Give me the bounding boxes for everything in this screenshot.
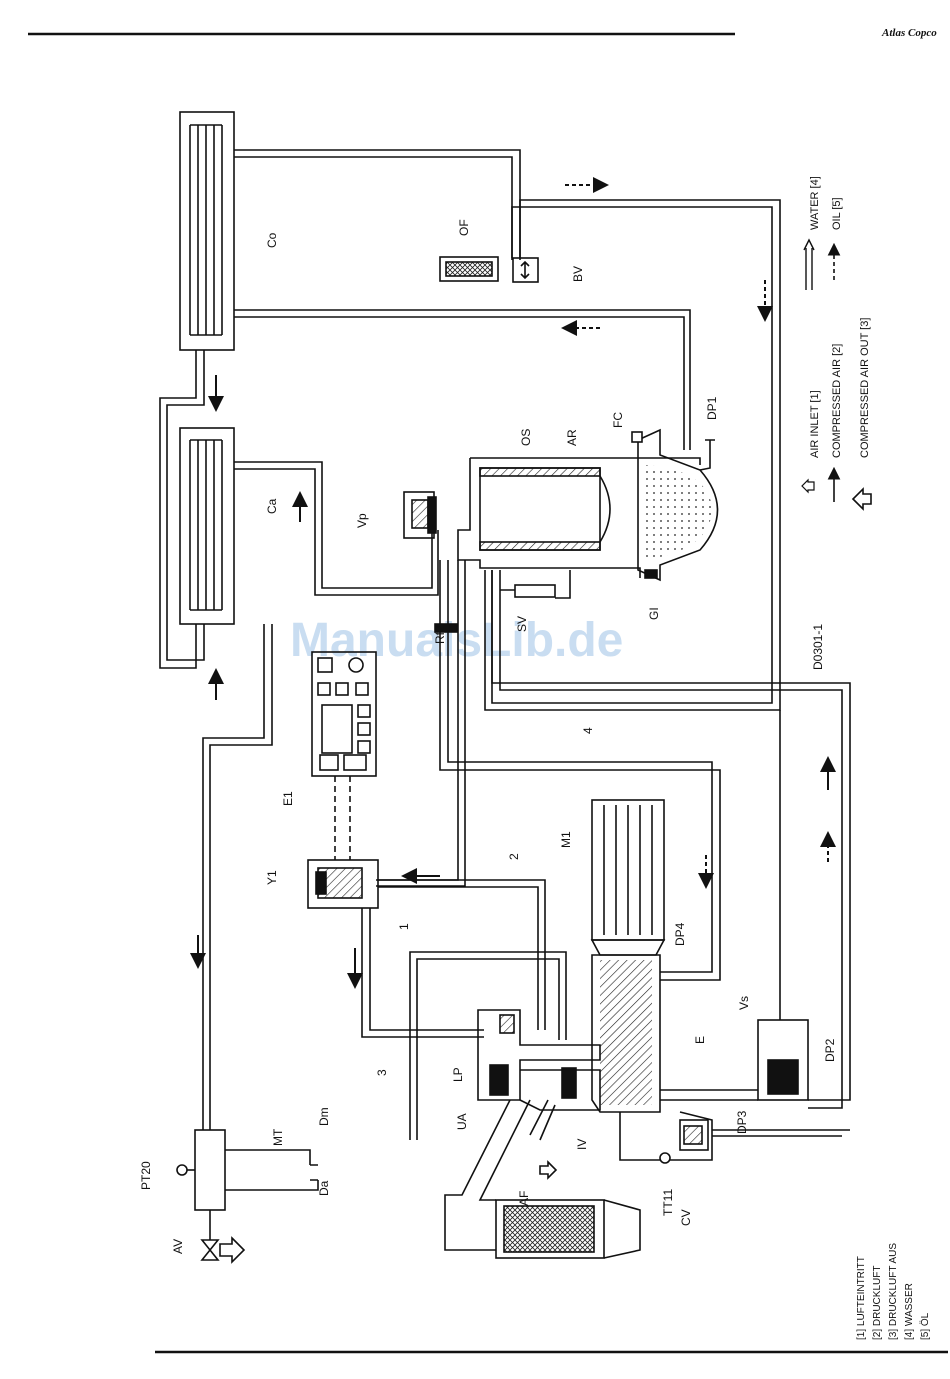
tank-mt bbox=[195, 1130, 225, 1210]
drawing-code: D0301-1 bbox=[811, 624, 825, 670]
label-af: AF bbox=[517, 1191, 531, 1206]
label-da: Da bbox=[317, 1180, 331, 1196]
german-legend-4: [4] WASSER bbox=[904, 1283, 915, 1340]
sensor-pt20 bbox=[177, 1165, 187, 1175]
flow-arrows bbox=[198, 185, 828, 985]
label-iv: IV bbox=[575, 1139, 589, 1150]
legend-air-inlet: AIR INLET [1] bbox=[809, 390, 821, 458]
pipework bbox=[160, 112, 850, 1260]
air-cooler-ca bbox=[180, 428, 234, 624]
label-co: Co bbox=[265, 232, 279, 248]
german-legend: [1] LUFTEINTRITT [2] DRUCKLUFT [3] DRUCK… bbox=[856, 1243, 931, 1340]
label-vs: Vs bbox=[737, 996, 751, 1010]
label-ar: AR bbox=[565, 429, 579, 446]
fill-cap-fc bbox=[632, 432, 642, 442]
component-labels: Co Ca OF BV OS AR FC DP1 Vp GI Rf2 SV E1… bbox=[139, 219, 837, 1254]
label-dp3: DP3 bbox=[735, 1110, 749, 1134]
logo-text: Atlas Copco bbox=[881, 27, 937, 39]
air-out-arrow-icon bbox=[220, 1238, 244, 1262]
label-m1: M1 bbox=[559, 831, 573, 848]
label-ua: UA bbox=[455, 1113, 469, 1130]
legend: AIR INLET [1] COMPRESSED AIR [2] COMPRES… bbox=[802, 176, 871, 509]
oil-cooler-co bbox=[180, 112, 234, 350]
atlas-copco-logo: Atlas Copco bbox=[880, 22, 942, 42]
watermark: ManualsLib.de bbox=[290, 614, 623, 667]
label-dp2: DP2 bbox=[823, 1038, 837, 1062]
label-dp4: DP4 bbox=[673, 922, 687, 946]
water-icon bbox=[806, 248, 812, 290]
label-line1: 1 bbox=[397, 923, 411, 930]
label-cv: CV bbox=[679, 1209, 693, 1226]
legend-compressed-air-out: COMPRESSED AIR OUT [3] bbox=[859, 318, 871, 458]
german-legend-5: [5] ÖL bbox=[919, 1312, 931, 1340]
label-dp1: DP1 bbox=[705, 396, 719, 420]
air-inlet-icon bbox=[802, 480, 814, 492]
sensor-tt11 bbox=[660, 1153, 670, 1163]
label-y1: Y1 bbox=[265, 870, 279, 885]
label-e: E bbox=[693, 1036, 707, 1044]
german-legend-2: [2] DRUCKLUFT bbox=[872, 1266, 883, 1340]
loading-piston-lp bbox=[490, 1065, 508, 1095]
label-of: OF bbox=[457, 219, 471, 236]
label-vp: Vp bbox=[355, 513, 369, 528]
label-lp: LP bbox=[451, 1067, 465, 1082]
label-pt20: PT20 bbox=[139, 1161, 153, 1190]
label-fc: FC bbox=[611, 412, 625, 428]
label-av: AV bbox=[171, 1239, 185, 1254]
oil-separator-os bbox=[480, 468, 600, 550]
gauge-gi bbox=[645, 570, 657, 578]
label-tt11: TT11 bbox=[661, 1189, 675, 1216]
compressed-air-out-icon bbox=[853, 489, 871, 509]
legend-water: WATER [4] bbox=[809, 176, 821, 230]
label-gi: GI bbox=[647, 607, 661, 620]
german-legend-3: [3] DRUCKLUFT AUS bbox=[888, 1243, 899, 1340]
label-bv: BV bbox=[571, 266, 585, 282]
label-ca: Ca bbox=[265, 498, 279, 514]
label-line2: 2 bbox=[507, 853, 521, 860]
german-legend-1: [1] LUFTEINTRITT bbox=[856, 1256, 867, 1340]
safety-valve-sv bbox=[515, 585, 555, 597]
label-mt: MT bbox=[271, 1128, 285, 1146]
label-os: OS bbox=[519, 429, 533, 446]
label-e1: E1 bbox=[281, 791, 295, 806]
label-line4: 4 bbox=[581, 727, 595, 734]
label-line3: 3 bbox=[375, 1069, 389, 1076]
label-sv: SV bbox=[515, 616, 529, 632]
inlet-valve-iv bbox=[562, 1068, 576, 1098]
label-rf2: Rf2 bbox=[433, 625, 447, 644]
legend-compressed-air: COMPRESSED AIR [2] bbox=[831, 344, 843, 458]
legend-oil: OIL [5] bbox=[831, 197, 843, 230]
label-dm: Dm bbox=[317, 1107, 331, 1126]
